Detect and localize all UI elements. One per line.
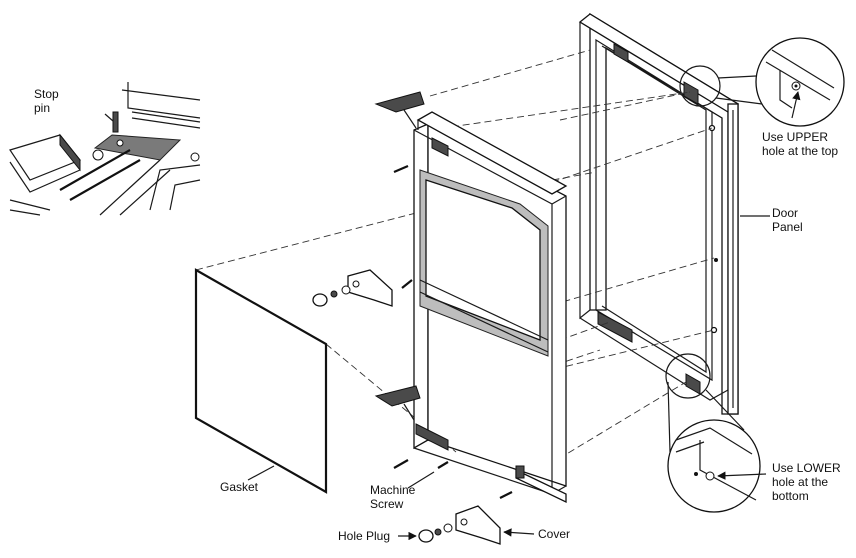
use-upper-label-line2: hole at the top [762,144,838,158]
door-panel-label-line2: Panel [772,220,803,234]
hole-plug-label: Hole Plug [338,529,390,543]
use-lower-label-line2: hole at the [772,475,828,489]
machine-screw-label-line2: Screw [370,497,404,511]
stop-pin-label-line2: pin [34,101,50,115]
use-lower-label-line1: Use LOWER [772,461,841,475]
lower-hole-callout: Use LOWER hole at the bottom [665,353,841,513]
use-upper-label-line1: Use UPPER [762,130,828,144]
cover-label: Cover [538,527,570,541]
stop-pin-label-line1: Stop [34,87,59,101]
stop-pin-detail-inset: Stop pin [9,82,201,216]
hardware-parts [312,164,513,545]
door-panel-frame [578,12,740,415]
gasket-part: Gasket [194,268,328,494]
gasket-label: Gasket [220,480,259,494]
stop-pin-part [112,111,119,133]
refrigerator-door [374,91,568,504]
machine-screw-leader [407,471,435,489]
use-lower-label-line3: bottom [772,489,809,503]
machine-screw-label-line1: Machine [370,483,416,497]
door-panel-label-line1: Door [772,206,798,220]
cover-arrow [503,528,535,537]
upper-hole-callout: Use UPPER hole at the top [679,37,845,158]
